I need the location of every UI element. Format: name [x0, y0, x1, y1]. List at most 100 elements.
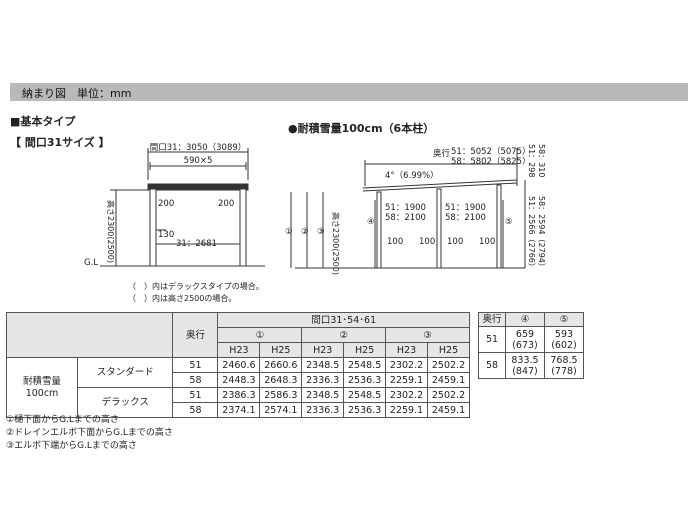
snow-load-label: ●耐積雪量100cm（6本柱） — [288, 122, 435, 135]
side-table-header: 奥行 — [478, 312, 506, 327]
side-table-cell: 58 — [478, 352, 506, 379]
side-h100-3: 100 — [447, 237, 463, 247]
table-cell: 2460.6 — [217, 357, 261, 373]
table-cell: 2336.3 — [301, 372, 345, 388]
side-table-header: ④ — [505, 312, 545, 327]
side-mark-5: ⑤ — [505, 217, 513, 227]
side-table-value: 659 — [515, 328, 535, 340]
front-module: 590×5 — [184, 156, 213, 166]
front-inner-width: 31：2681 — [176, 239, 217, 249]
table-cell: 58 — [172, 402, 219, 418]
note-2: ②ドレインエルボ下面からG.Lまでの高さ — [6, 428, 173, 438]
front-height: 高さ2300(2500) — [106, 200, 116, 263]
side-post-right-58: 58：2100 — [445, 213, 486, 223]
table-cell: 2448.3 — [217, 372, 261, 388]
table-h-header: H25 — [259, 342, 303, 358]
table-span-header: 間口31･54･61 — [217, 312, 470, 328]
note-3: ③エルボ下端からG.Lまでの高さ — [6, 441, 137, 451]
table-cell: 2459.1 — [427, 372, 470, 388]
side-depth-58: 58：5802（5825） — [451, 156, 531, 167]
table-corner — [5, 312, 174, 358]
table-h-header: H23 — [385, 342, 428, 358]
section-header-bar: 納まり図 単位：mm — [10, 83, 688, 101]
side-table-value: 593 — [554, 328, 574, 340]
side-table-value: (673) — [512, 339, 538, 351]
note-1: ①樋下面からG.Lまでの高さ — [6, 415, 119, 425]
side-table-cell: 833.5(847) — [505, 352, 545, 379]
table-circle-3: ③ — [385, 327, 470, 343]
table-circle-1: ① — [217, 327, 303, 343]
table-cell: 2259.1 — [385, 402, 428, 418]
side-view-drawing: 奥行 51：5052（5075） 58：5802（5825） 4°（6.99%）… — [285, 144, 546, 275]
table-cell: 2386.3 — [217, 387, 261, 403]
side-post-right-51: 51：1900 — [445, 203, 486, 213]
post-offset-table: 奥行 ④ ⑤ 51 659(673) 593(602) 58 833.5(847… — [478, 312, 584, 379]
table-standard: スタンダード — [76, 357, 174, 388]
side-table-cell: 51 — [478, 326, 506, 353]
table-cell: 58 — [172, 372, 219, 388]
table-circle-2: ② — [301, 327, 387, 343]
side-depth-51: 51：5052（5075） — [451, 146, 531, 157]
table-h-header: H23 — [301, 342, 345, 358]
table-snow-load: 耐積雪量 100cm — [6, 357, 78, 418]
side-mark-2: ② — [301, 227, 309, 237]
table-cell: 2502.2 — [427, 357, 470, 373]
table-cell: 2574.1 — [259, 402, 303, 418]
table-depth-header: 奥行 — [172, 312, 219, 358]
table-cell: 51 — [172, 387, 219, 403]
section-header-title: 納まり図 単位：mm — [22, 87, 132, 100]
side-right-h-51: 51：2566（2766） — [527, 196, 536, 271]
side-depth-label: 奥行 — [433, 148, 451, 159]
side-table-value: (602) — [551, 339, 577, 351]
side-table-value: 833.5 — [511, 354, 539, 366]
table-cell: 2348.5 — [301, 357, 345, 373]
side-table-header: ⑤ — [544, 312, 584, 327]
table-cell: 2660.6 — [259, 357, 303, 373]
side-right-h-58: 58：2594（2794） — [537, 196, 546, 271]
table-cell: 2374.1 — [217, 402, 261, 418]
side-mark-1: ① — [285, 227, 293, 237]
table-deluxe: デラックス — [76, 387, 174, 418]
basic-type-label: ■基本タイプ — [10, 115, 76, 128]
side-top-right-58: 58：310 — [537, 144, 546, 177]
side-slope: 4°（6.99%） — [385, 170, 439, 181]
caption-deluxe: （ ）内はデラックスタイプの場合。 — [128, 282, 264, 291]
table-snow-load-line2: 100cm — [25, 387, 59, 399]
table-cell: 2348.5 — [301, 387, 345, 403]
front-gl: G.L — [84, 258, 98, 268]
table-cell: 2536.3 — [343, 402, 387, 418]
table-cell: 2536.3 — [343, 372, 387, 388]
table-cell: 2302.2 — [385, 387, 428, 403]
front-gap-right: 200 — [218, 199, 234, 209]
front-view-drawing: 間口31：3050（3089） 590×5 200 200 130 31：268… — [84, 142, 265, 268]
side-height: 高さ2300(2500) — [331, 212, 341, 275]
side-table-value: (847) — [512, 365, 538, 377]
front-gap-left: 200 — [158, 199, 174, 209]
table-cell: 2459.1 — [427, 402, 470, 418]
side-mark-3: ③ — [317, 227, 325, 237]
table-cell: 2302.2 — [385, 357, 428, 373]
front-gap-130: 130 — [158, 230, 174, 240]
side-h100-1: 100 — [387, 237, 403, 247]
side-table-cell: 593(602) — [544, 326, 584, 353]
side-table-value: 768.5 — [550, 354, 578, 366]
table-cell: 2586.3 — [259, 387, 303, 403]
side-table-cell: 659(673) — [505, 326, 545, 353]
table-h-header: H25 — [427, 342, 470, 358]
table-h-header: H25 — [343, 342, 387, 358]
table-cell: 2548.5 — [343, 357, 387, 373]
table-cell: 2648.3 — [259, 372, 303, 388]
table-cell: 2502.2 — [427, 387, 470, 403]
side-table-cell: 768.5(778) — [544, 352, 584, 379]
caption-height: （ ）内は高さ2500の場合。 — [128, 294, 237, 303]
side-table-value: (778) — [551, 365, 577, 377]
side-post-left-51: 51：1900 — [385, 203, 426, 213]
side-h100-4: 100 — [479, 237, 495, 247]
size-label: 【 間口31サイズ 】 — [10, 136, 110, 149]
table-h-header: H23 — [217, 342, 261, 358]
table-snow-load-line1: 耐積雪量 — [22, 375, 61, 387]
table-cell: 51 — [172, 357, 219, 373]
table-cell: 2259.1 — [385, 372, 428, 388]
height-spec-table: 奥行 間口31･54･61 ① ② ③ H23 H25 H23 H25 H23 … — [5, 312, 470, 418]
side-h100-2: 100 — [419, 237, 435, 247]
